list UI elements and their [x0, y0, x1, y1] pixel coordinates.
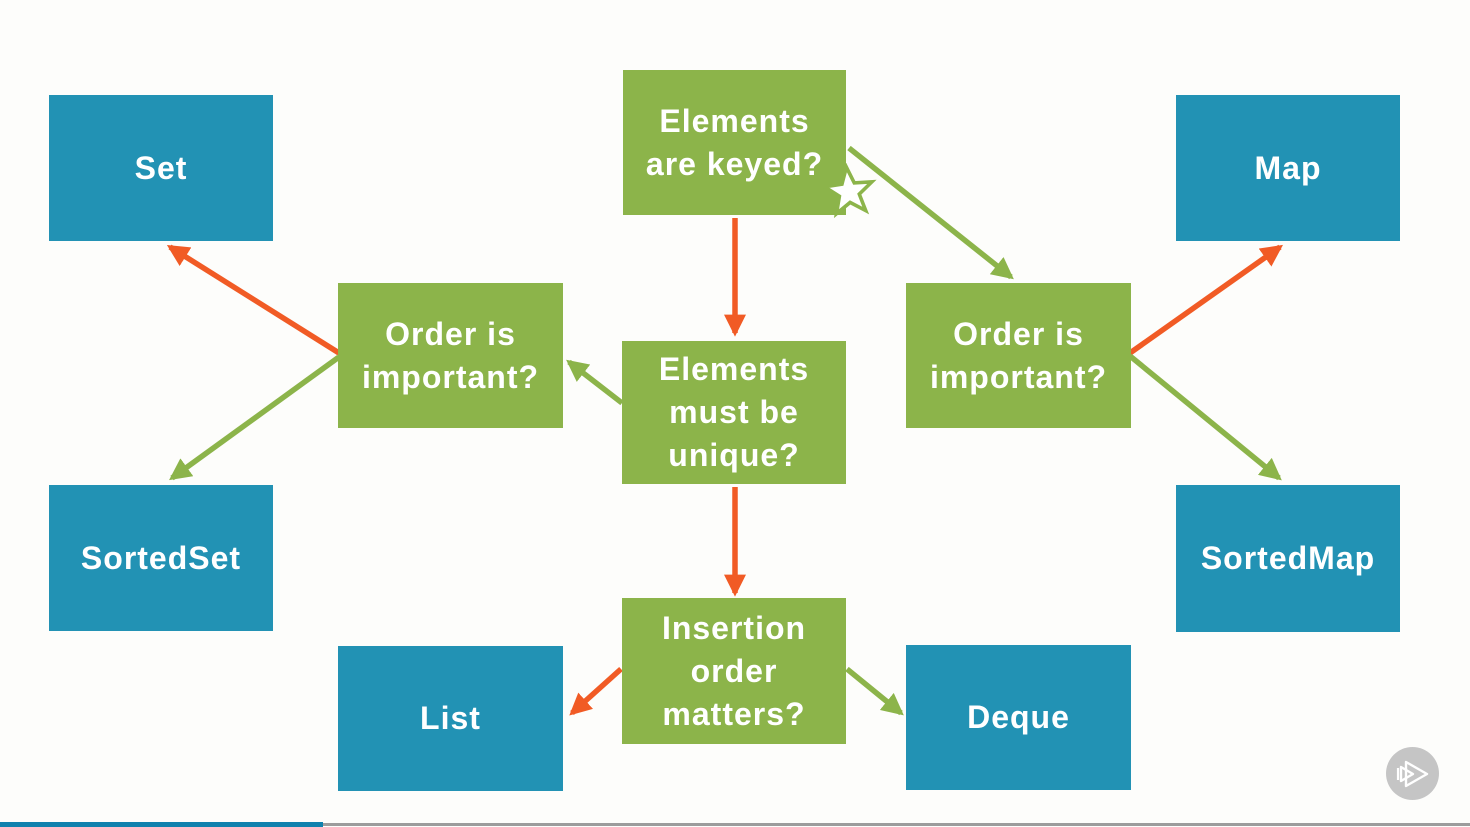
edge-order-important-right-to-sortedmap [1128, 353, 1282, 481]
node-label-line: Insertion [661, 609, 807, 646]
node-label-line: Order is [385, 315, 516, 352]
node-label-line: important? [361, 358, 540, 395]
edge-order-important-left-to-set [166, 244, 341, 356]
node-label: SortedMap [1200, 540, 1376, 576]
node-label-line: are keyed? [645, 145, 824, 182]
edge-insertion-order-matters-to-deque [845, 666, 904, 716]
node-sortedmap: SortedMap [1176, 485, 1400, 632]
edge-order-important-right-to-map [1128, 244, 1283, 356]
edge-order-important-left-to-sortedset [169, 354, 341, 481]
edge-insertion-order-matters-to-list [569, 666, 623, 716]
node-label-line: important? [929, 358, 1108, 395]
node-label: Set [134, 149, 188, 186]
progress-remaining [0, 823, 1470, 826]
play-overlay-button[interactable] [1386, 747, 1439, 800]
node-label: Deque [967, 699, 1070, 735]
node-insertion-order-matters: Insertion order matters? [622, 598, 846, 744]
node-order-important-left: Order is important? [338, 283, 563, 428]
node-sortedset: SortedSet [49, 485, 273, 631]
node-label-line: unique? [668, 437, 800, 473]
node-label-line: matters? [662, 695, 806, 732]
node-label-line: Elements [659, 102, 810, 139]
node-deque: Deque [906, 645, 1131, 790]
node-set: Set [49, 95, 273, 241]
pluralsight-logo-icon [1396, 760, 1428, 787]
node-list: List [338, 646, 563, 791]
node-label: SortedSet [80, 539, 242, 576]
progress-played [0, 822, 324, 827]
node-elements-unique: Elements must be unique? [622, 341, 846, 484]
edge-elements-keyed-to-order-important-right [847, 145, 1014, 280]
node-label-line: Elements [658, 351, 810, 387]
video-progress-bar[interactable] [0, 822, 1470, 827]
node-order-important-right: Order is important? [906, 283, 1131, 428]
node-elements-keyed: Elements are keyed? [623, 70, 846, 215]
star-icon [820, 163, 877, 219]
node-label: List [420, 700, 481, 736]
edge-elements-unique-to-order-important-left [566, 359, 624, 406]
node-label-line: Order is [953, 315, 1084, 352]
node-label-line: order [690, 652, 778, 689]
node-label-line: must be [669, 394, 799, 430]
node-label: Map [1254, 149, 1322, 186]
node-map: Map [1176, 95, 1400, 241]
